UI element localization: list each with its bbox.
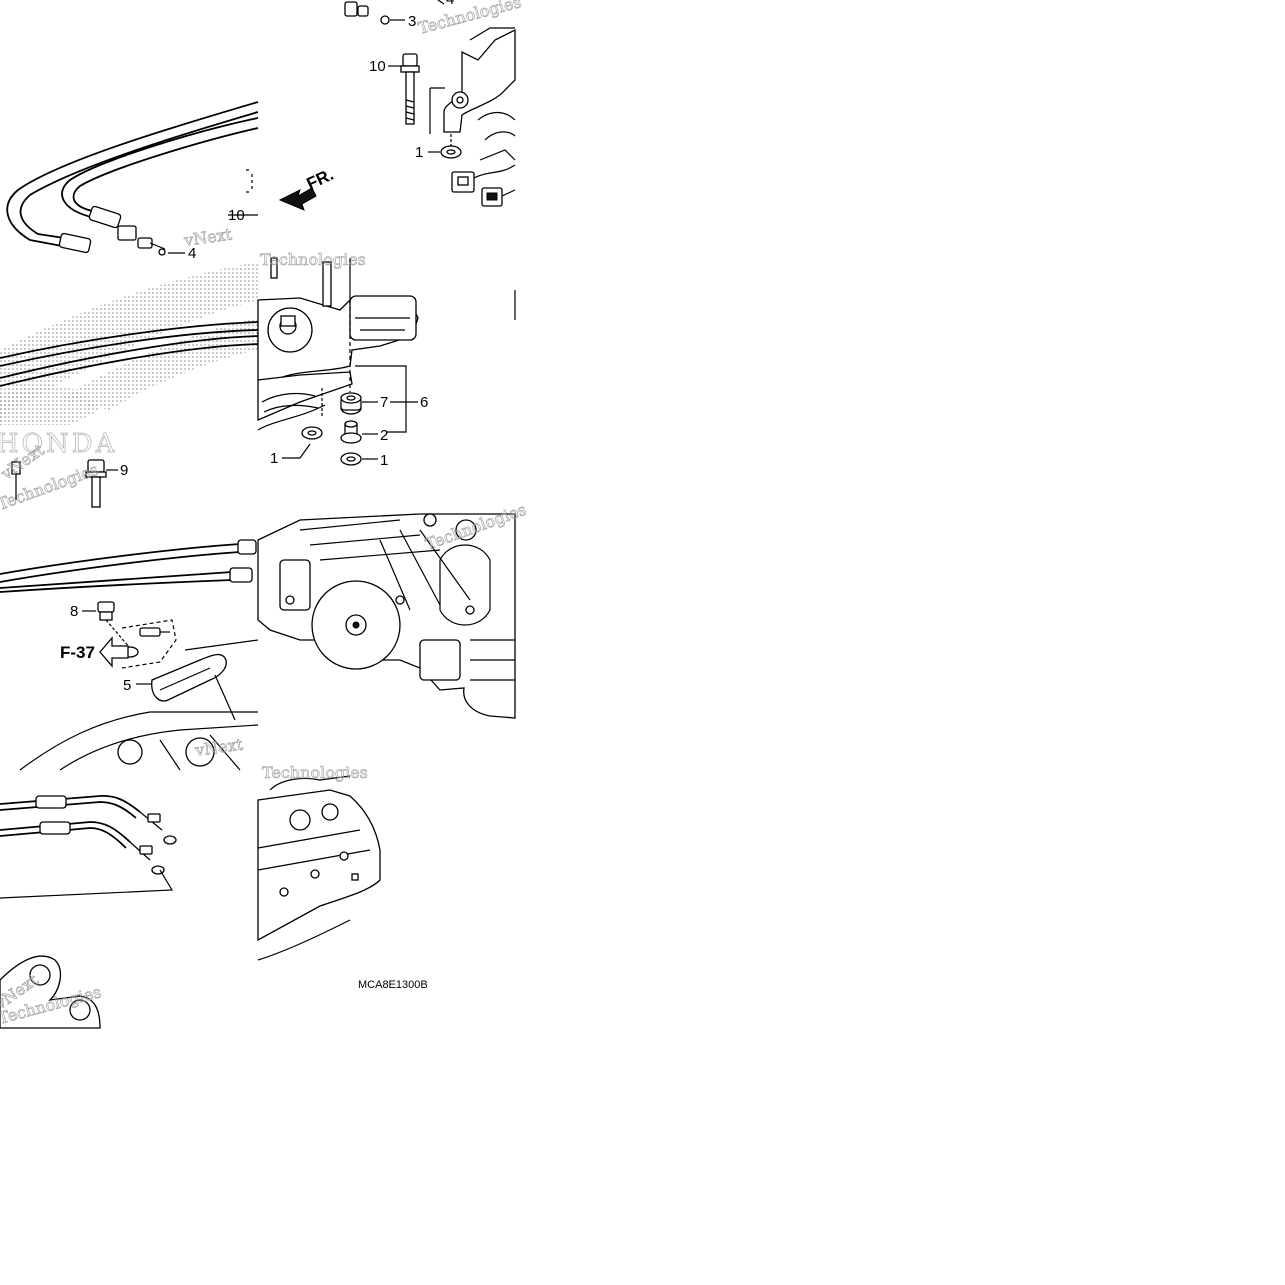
callout-5: 5: [123, 677, 131, 694]
callout-4-top: 4: [446, 0, 454, 8]
callout-8: 8: [70, 603, 78, 620]
figure-code: MCA8E1300B: [358, 979, 428, 991]
callout-10b: 10: [228, 207, 245, 224]
callout-1c: 1: [270, 450, 278, 467]
bolt-9: [11, 459, 118, 508]
watermark-vnext-1: vNext: [182, 224, 234, 250]
servo-motor-assembly: [257, 257, 516, 466]
callout-9: 9: [120, 462, 128, 479]
throttle-cables-top: [6, 101, 259, 256]
throttle-body-bottom: [0, 955, 101, 1029]
watermark-technologies-1: Technologies: [416, 0, 523, 38]
callout-1a: 1: [415, 144, 423, 161]
page-reference-arrow-icon: [99, 636, 129, 668]
callout-1b: 1: [380, 452, 388, 469]
callout-4b: 4: [188, 245, 196, 262]
honda-wing-logo: [0, 262, 258, 430]
throttle-body-lower: [19, 711, 259, 771]
honda-logo-text: HONDA: [0, 429, 117, 459]
callout-10a: 10: [369, 58, 386, 75]
page-reference-label: F-37: [60, 643, 95, 662]
clamp-assembly: [82, 601, 259, 721]
bolt-bracket-assembly: [278, 0, 516, 211]
throttle-cables-lower: [0, 539, 257, 593]
callout-2: 2: [380, 427, 388, 444]
callout-3: 3: [408, 13, 416, 30]
callout-6: 6: [420, 394, 428, 411]
direction-label: FR.: [304, 165, 337, 194]
throttle-cable-ends: [0, 795, 177, 899]
callout-7: 7: [380, 394, 388, 411]
throttle-cables-mid: [0, 321, 259, 387]
air-cleaner-housing: [257, 775, 381, 961]
engine-block: [257, 513, 516, 719]
watermark-technologies-2: Technologies: [260, 250, 366, 269]
front-direction-arrow-icon: [278, 187, 317, 211]
watermark-technologies-5: Technologies: [262, 763, 368, 782]
